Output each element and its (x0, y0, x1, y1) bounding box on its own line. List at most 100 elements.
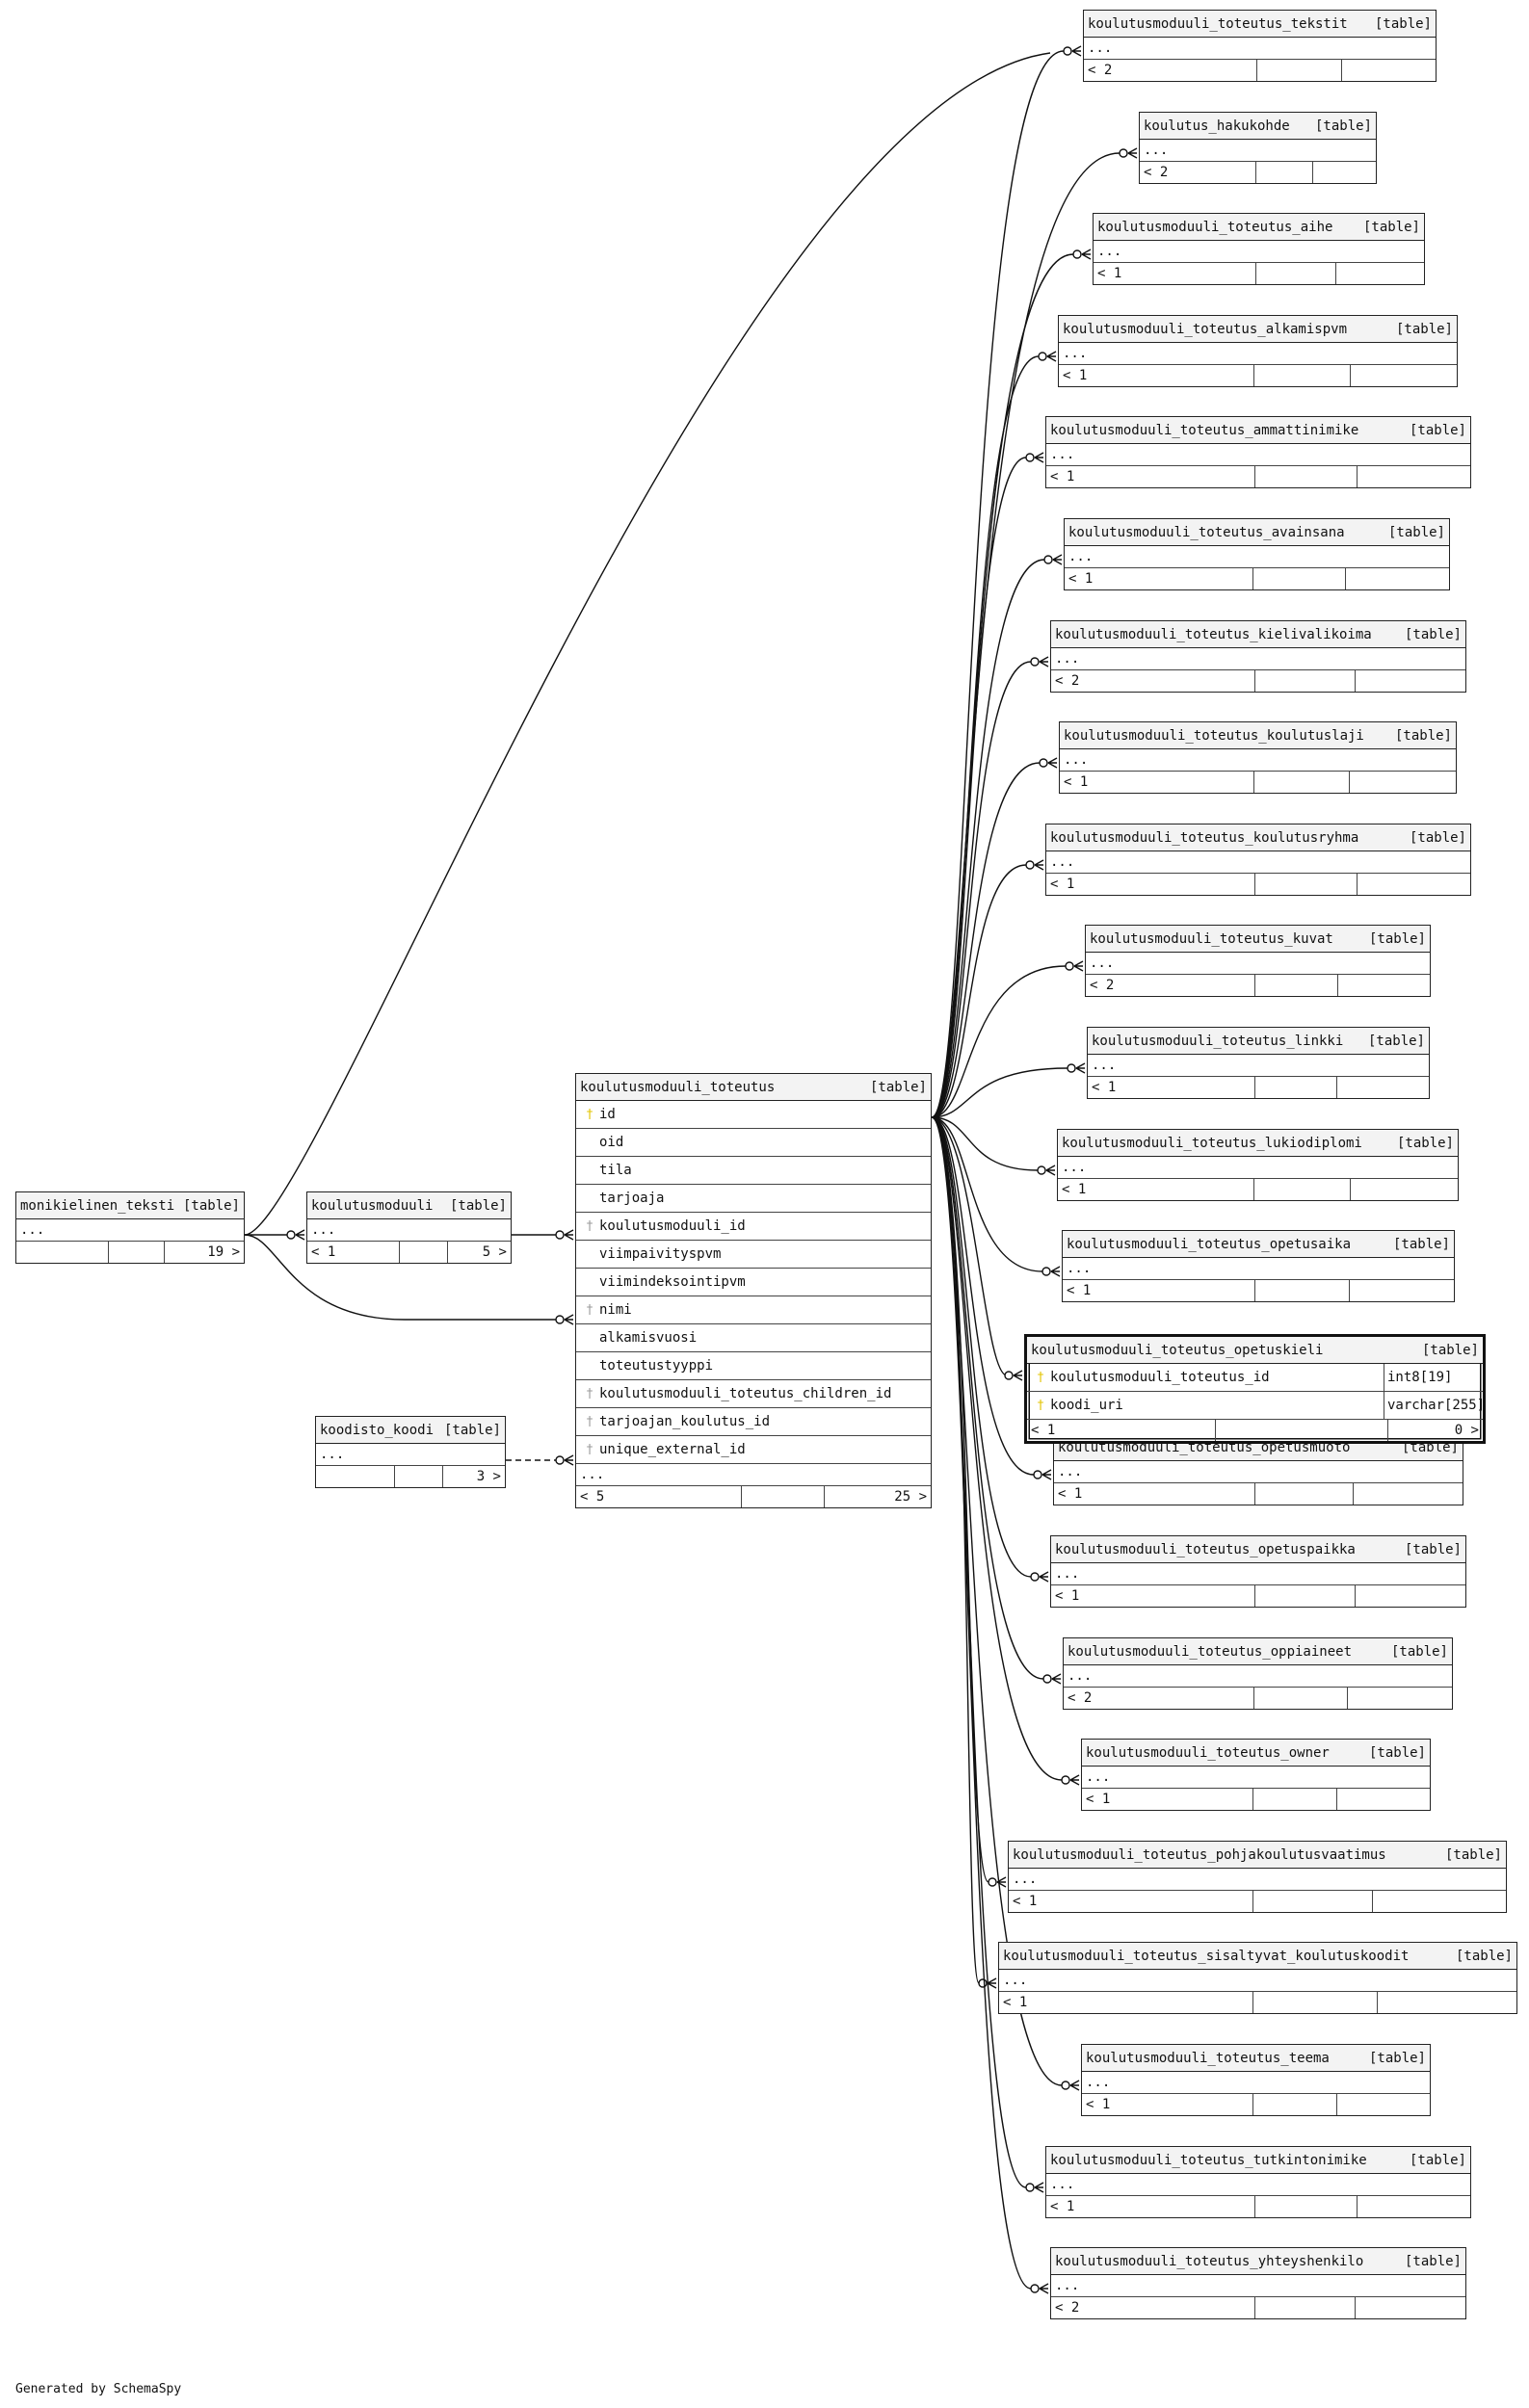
relationship-line (931, 1116, 1043, 1272)
table-koulutus-hakukohde[interactable]: koulutus_hakukohde[table]...< 2 (1139, 112, 1377, 184)
table-koulutusmoduuli-toteutus-linkki[interactable]: koulutusmoduuli_toteutus_linkki[table]..… (1087, 1027, 1430, 1099)
table-monikielinen-teksti[interactable]: monikielinen_teksti[table] ... 19 > (15, 1191, 245, 1264)
table-koulutusmoduuli-toteutus-alkamispvm[interactable]: koulutusmoduuli_toteutus_alkamispvm[tabl… (1058, 315, 1458, 387)
left-count: < 2 (1051, 2297, 1255, 2318)
table-name: koulutusmoduuli_toteutus_avainsana (1068, 524, 1345, 540)
right-count (1358, 466, 1470, 487)
crows-foot-marker (286, 1229, 305, 1241)
column-row: viimindeksointipvm (576, 1269, 931, 1296)
left-count: < 1 (1088, 1077, 1255, 1098)
table-name: koulutusmoduuli_toteutus_sisaltyvat_koul… (1003, 1948, 1410, 1964)
right-count: 3 > (476, 1469, 501, 1484)
table-koulutusmoduuli-toteutus-kuvat[interactable]: koulutusmoduuli_toteutus_kuvat[table]...… (1085, 925, 1431, 997)
relationship-line (931, 1116, 1063, 1781)
table-name: koodisto_koodi (320, 1422, 435, 1438)
right-count (1356, 670, 1465, 692)
left-count: < 1 (1082, 1789, 1253, 1810)
right-count (1358, 2196, 1470, 2217)
left-count (316, 1466, 395, 1487)
table-koulutusmoduuli-toteutus-owner[interactable]: koulutusmoduuli_toteutus_owner[table]...… (1081, 1739, 1431, 1811)
relationship-line (931, 1116, 1032, 2290)
table-koulutusmoduuli-toteutus-opetusmuoto[interactable]: koulutusmoduuli_toteutus_opetusmuoto[tab… (1053, 1433, 1463, 1505)
left-count: < 1 (1046, 874, 1255, 895)
table-koulutusmoduuli-toteutus-koulutusryhma[interactable]: koulutusmoduuli_toteutus_koulutusryhma[t… (1045, 824, 1471, 896)
mid-count (1216, 1420, 1388, 1441)
mid-count (1255, 874, 1358, 895)
relationship-line (244, 1234, 557, 1321)
table-koulutusmoduuli-toteutus-opetuspaikka[interactable]: koulutusmoduuli_toteutus_opetuspaikka[ta… (1050, 1535, 1466, 1608)
table-tag: [table] (1394, 727, 1452, 744)
table-koulutusmoduuli-toteutus-opetuskieli[interactable]: koulutusmoduuli_toteutus_opetuskieli[tab… (1024, 1334, 1486, 1444)
column-row: †nimi (576, 1296, 931, 1324)
left-count: < 1 (1059, 365, 1254, 386)
table-name: koulutusmoduuli_toteutus_ammattinimike (1050, 422, 1359, 438)
crows-foot-marker (1039, 757, 1058, 769)
right-count (1350, 1280, 1454, 1301)
left-count: < 1 (1046, 466, 1255, 487)
right-count (1373, 1891, 1506, 1912)
primary-key-icon: † (1037, 1370, 1044, 1385)
relationship-line (931, 1116, 1044, 1680)
table-tag: [table] (1367, 1033, 1425, 1049)
ellipsis-row: ... (576, 1464, 931, 1486)
table-koulutusmoduuli-toteutus-lukiodiplomi[interactable]: koulutusmoduuli_toteutus_lukiodiplomi[ta… (1057, 1129, 1459, 1201)
column-name: toteutustyyppi (599, 1358, 714, 1374)
table-koulutusmoduuli-toteutus-oppiaineet[interactable]: koulutusmoduuli_toteutus_oppiaineet [tabl… (1063, 1637, 1453, 1710)
column-name: koulutusmoduuli_toteutus_id (1050, 1370, 1270, 1385)
table-koulutusmoduuli-toteutus-opetusaika[interactable]: koulutusmoduuli_toteutus_opetusaika[tabl… (1062, 1230, 1455, 1302)
mid-count (1255, 2297, 1356, 2318)
crows-foot-marker (1063, 45, 1082, 57)
table-tag: [table] (1392, 1236, 1450, 1252)
table-name: koulutusmoduuli_toteutus_koulutusryhma (1050, 829, 1359, 846)
table-tag: [table] (1390, 1643, 1448, 1660)
table-koulutusmoduuli-toteutus-tutkintonimike[interactable]: koulutusmoduuli_toteutus_tutkintonimike[… (1045, 2146, 1471, 2218)
mid-count (395, 1466, 443, 1487)
mid-count (400, 1242, 448, 1263)
crows-foot-marker (1065, 960, 1084, 972)
column-name: nimi (599, 1302, 632, 1318)
crows-foot-marker (555, 1454, 574, 1466)
table-name: koulutusmoduuli_toteutus_koulutuslaji (1064, 727, 1364, 744)
table-koulutusmoduuli-toteutus-pohjakoulutusvaatimus[interactable]: koulutusmoduuli_toteutus_pohjakoulutusva… (1008, 1841, 1507, 1913)
table-tag: [table] (1314, 118, 1372, 134)
table-koulutusmoduuli-toteutus-kielivalikoima[interactable]: koulutusmoduuli_toteutus_kielivalikoima[… (1050, 620, 1466, 693)
table-koodisto-koodi[interactable]: koodisto_koodi[table] ... 3 > (315, 1416, 506, 1488)
mid-count (1254, 1179, 1351, 1200)
table-name: koulutusmoduuli_toteutus_aihe (1097, 219, 1333, 235)
table-koulutusmoduuli-toteutus-avainsana[interactable]: koulutusmoduuli_toteutus_avainsana [table… (1064, 518, 1450, 590)
table-tag: [table] (1421, 1342, 1479, 1358)
crows-foot-marker (1004, 1370, 1023, 1381)
crows-foot-marker (1061, 2080, 1080, 2091)
table-koulutusmoduuli-toteutus-teema[interactable]: koulutusmoduuli_toteutus_teema[table]...… (1081, 2044, 1431, 2116)
table-koulutusmoduuli-toteutus-yhteyshenkilo[interactable]: koulutusmoduuli_toteutus_yhteyshenkilo[t… (1050, 2247, 1466, 2319)
relationship-line (931, 965, 1067, 1118)
mid-count (1255, 975, 1338, 996)
right-count (1350, 772, 1456, 793)
crows-foot-marker (1025, 452, 1044, 463)
mid-count (1254, 365, 1351, 386)
left-count: < 1 (1094, 263, 1256, 284)
table-koulutusmoduuli-toteutus-tekstit[interactable]: koulutusmoduuli_toteutus_tekstit[table].… (1083, 10, 1437, 82)
table-koulutusmoduuli-toteutus-koulutuslaji[interactable]: koulutusmoduuli_toteutus_koulutuslaji [ta… (1059, 721, 1457, 794)
table-koulutusmoduuli-toteutus-aihe[interactable]: koulutusmoduuli_toteutus_aihe[table]...<… (1093, 213, 1425, 285)
left-count (16, 1242, 109, 1263)
crows-foot-marker (1119, 147, 1138, 159)
crows-foot-marker (1061, 1774, 1080, 1786)
relationship-line (244, 52, 1051, 1236)
mid-count (1255, 1077, 1337, 1098)
table-koulutusmoduuli-toteutus-sisaltyvat-koulutuskoodit[interactable]: koulutusmoduuli_toteutus_sisaltyvat_koul… (998, 1942, 1517, 2014)
ellipsis-row: ... (1084, 38, 1436, 60)
table-name: koulutusmoduuli_toteutus_oppiaineet (1068, 1643, 1353, 1660)
generated-by-label: Generated by SchemaSpy (15, 2382, 182, 2396)
crows-foot-marker (1025, 2182, 1044, 2193)
table-tag: [table] (1387, 524, 1445, 540)
mid-count (1256, 162, 1313, 183)
column-name: oid (599, 1135, 624, 1150)
ellipsis-row: ... (1046, 2174, 1470, 2196)
ellipsis-row: ... (1082, 1767, 1430, 1789)
relationship-line (931, 1116, 1063, 2086)
table-koulutusmoduuli-toteutus-ammattinimike[interactable]: koulutusmoduuli_toteutus_ammattinimike[t… (1045, 416, 1471, 488)
